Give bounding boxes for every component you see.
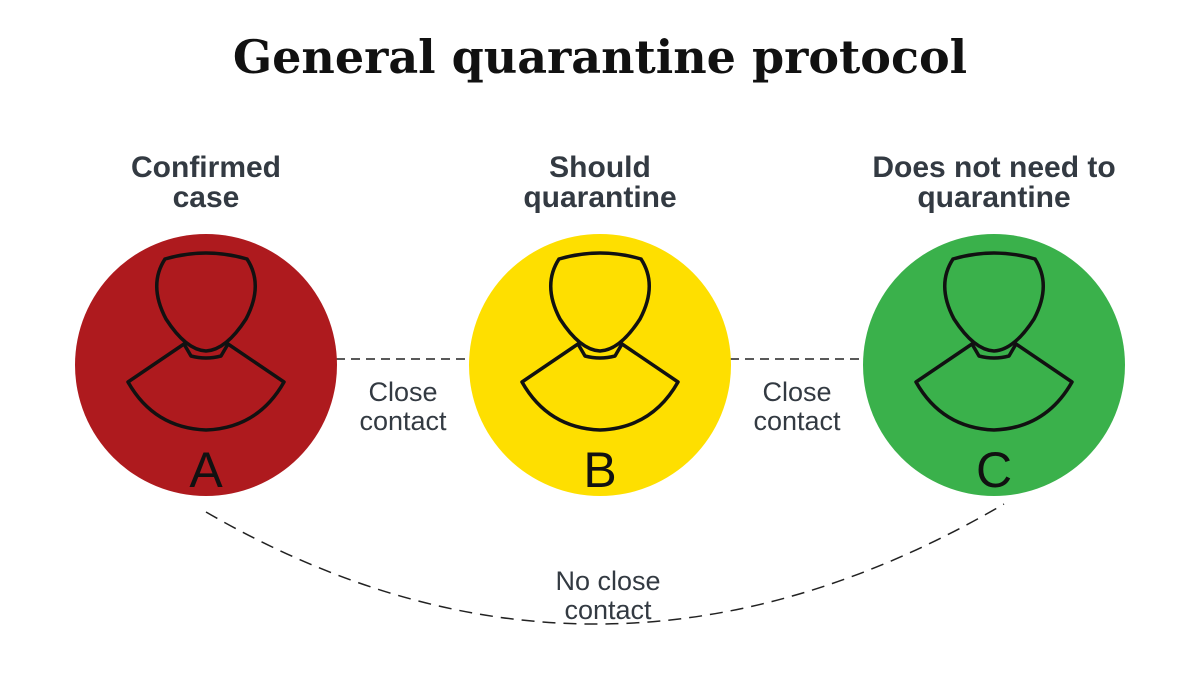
edge-a-b-label-line1: Close (368, 377, 438, 407)
edge-a-b-label: Close contact (333, 378, 473, 436)
person-outline-icon (520, 251, 680, 432)
node-a-label: Confirmed case (56, 153, 356, 213)
node-a-circle (75, 234, 337, 496)
node-a: A (75, 234, 337, 498)
edge-b-c-label-line2: contact (753, 406, 841, 436)
node-c: C (863, 234, 1125, 498)
node-b: B (469, 234, 731, 498)
node-c-label-line1: Does not need to (872, 151, 1116, 184)
edge-b-c-label-line1: Close (762, 377, 832, 407)
node-c-circle (863, 234, 1125, 496)
node-a-label-line1: Confirmed (131, 151, 281, 184)
edge-a-c-label: No close contact (538, 567, 678, 625)
edge-a-c-label-line2: contact (564, 595, 652, 625)
node-c-label: Does not need to quarantine (844, 153, 1144, 213)
edge-a-b-label-line2: contact (359, 406, 447, 436)
node-b-label-line1: Should (549, 151, 651, 184)
diagram-title: General quarantine protocol (232, 30, 968, 84)
node-b-label-line2: quarantine (523, 181, 677, 214)
node-c-letter: C (976, 442, 1012, 498)
person-outline-icon (126, 251, 286, 432)
edge-a-c-label-line1: No close (555, 566, 661, 596)
person-outline-icon (914, 251, 1074, 432)
node-b-circle (469, 234, 731, 496)
node-b-label: Should quarantine (450, 153, 750, 213)
edge-b-c-label: Close contact (727, 378, 867, 436)
node-c-label-line2: quarantine (917, 181, 1071, 214)
node-b-letter: B (583, 442, 616, 498)
node-a-label-line2: case (172, 181, 240, 214)
edge-a-c-connector (205, 503, 1005, 625)
node-a-letter: A (189, 442, 223, 498)
